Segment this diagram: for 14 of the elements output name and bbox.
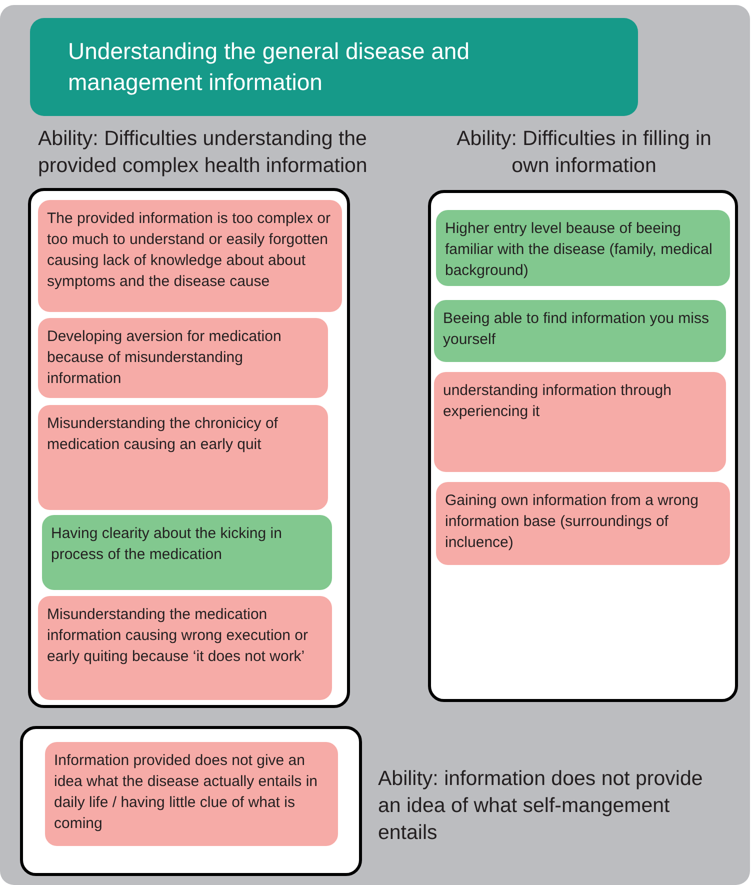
group-heading: Ability: Difficulties understanding the provided complex health information	[38, 126, 368, 179]
negative-factor-card: Misunderstanding the chronicicy of medication causing an early quit	[38, 405, 328, 510]
positive-factor-card: Higher entry level beause of beeing familiar with the disease (family, medical background)	[436, 210, 730, 286]
negative-factor-card: Misunderstanding the medication information causing wrong execution or early quiting because ‘it does not work’	[38, 596, 332, 700]
negative-factor-card: understanding information through experiencing it	[434, 372, 726, 472]
negative-factor-card: Gaining own information from a wrong information base (surroundings of incluence)	[436, 482, 730, 565]
group-heading: Ability: information does not provide an idea of what self-mangement entails	[378, 766, 704, 846]
negative-factor-card: Information provided does not give an idea what the disease actually entails in daily life / having little clue of what is coming	[45, 742, 338, 846]
positive-factor-card: Having clearity about the kicking in process of the medication	[42, 515, 332, 590]
negative-factor-card: The provided information is too complex or too much to understand or easily forgotten causing lack of knowledge about about symptoms and the disease cause	[38, 200, 342, 312]
title-banner: Understanding the general disease and management information	[30, 18, 638, 116]
negative-factor-card: Developing aversion for medication because of misunderstanding information	[38, 318, 328, 398]
group-heading: Ability: Difficulties in filling in own information	[456, 126, 712, 179]
positive-factor-card: Beeing able to find information you miss yourself	[434, 300, 726, 362]
